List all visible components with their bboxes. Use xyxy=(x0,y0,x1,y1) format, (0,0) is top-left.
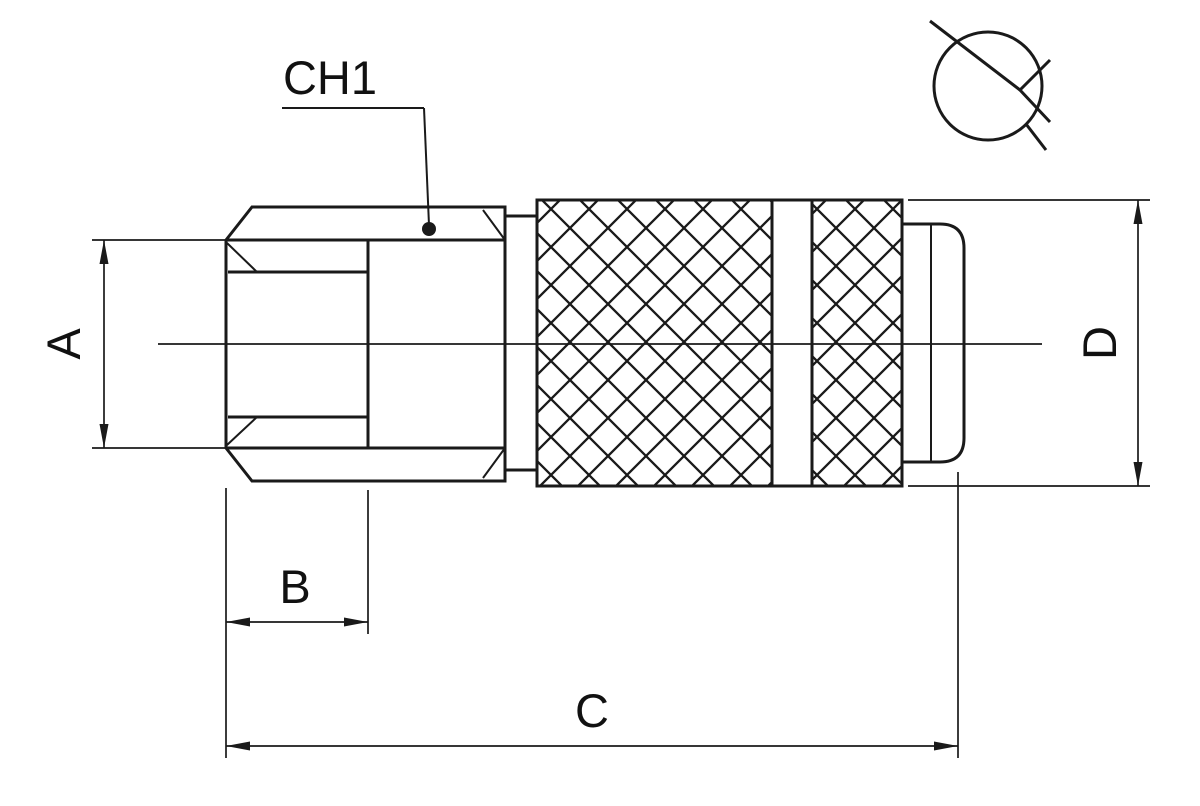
end-cap xyxy=(900,222,966,464)
dim-c-arrow-left xyxy=(226,741,250,751)
knurled-sleeve-front xyxy=(535,198,774,488)
dimension-b: B xyxy=(226,490,369,634)
dim-b-arrow-left xyxy=(226,617,250,627)
check-valve-ball-icon xyxy=(932,30,1044,142)
hex-flat-lines xyxy=(226,238,505,450)
hex-corner-chamfers xyxy=(482,209,506,479)
dim-d-arrow-top xyxy=(1133,200,1143,224)
dim-a-arrow-top xyxy=(99,240,109,264)
dim-b-arrow-right xyxy=(344,617,368,627)
dim-a-extension-lines xyxy=(92,239,226,449)
neck-section xyxy=(505,214,537,472)
check-valve-symbol xyxy=(929,19,1052,151)
sleeve-groove xyxy=(770,198,814,488)
dim-a-arrow-bottom xyxy=(99,424,109,448)
check-valve-seat-icon xyxy=(1017,58,1052,124)
coupling-body xyxy=(224,198,966,488)
dim-label-b: B xyxy=(279,560,310,613)
dim-label-c: C xyxy=(575,684,609,737)
ch1-callout: CH1 xyxy=(282,51,436,236)
dimension-c: C xyxy=(225,472,959,758)
dimension-d: D xyxy=(908,199,1150,487)
ch1-leader-line xyxy=(423,107,430,226)
dim-label-a: A xyxy=(37,328,90,360)
dim-d-arrow-bottom xyxy=(1133,462,1143,486)
check-valve-flow-line-out xyxy=(1024,123,1048,151)
knurled-sleeve-rear xyxy=(810,198,904,488)
ch1-leader-dot xyxy=(422,222,436,236)
dim-d-extension-lines xyxy=(908,199,1150,487)
check-valve-flow-line-in xyxy=(929,19,1021,92)
bore-entry-chamfers xyxy=(226,242,258,446)
ch1-label: CH1 xyxy=(283,51,377,104)
dim-c-arrow-right xyxy=(934,741,958,751)
dim-label-d: D xyxy=(1073,326,1126,360)
dimension-a: A xyxy=(37,239,226,449)
